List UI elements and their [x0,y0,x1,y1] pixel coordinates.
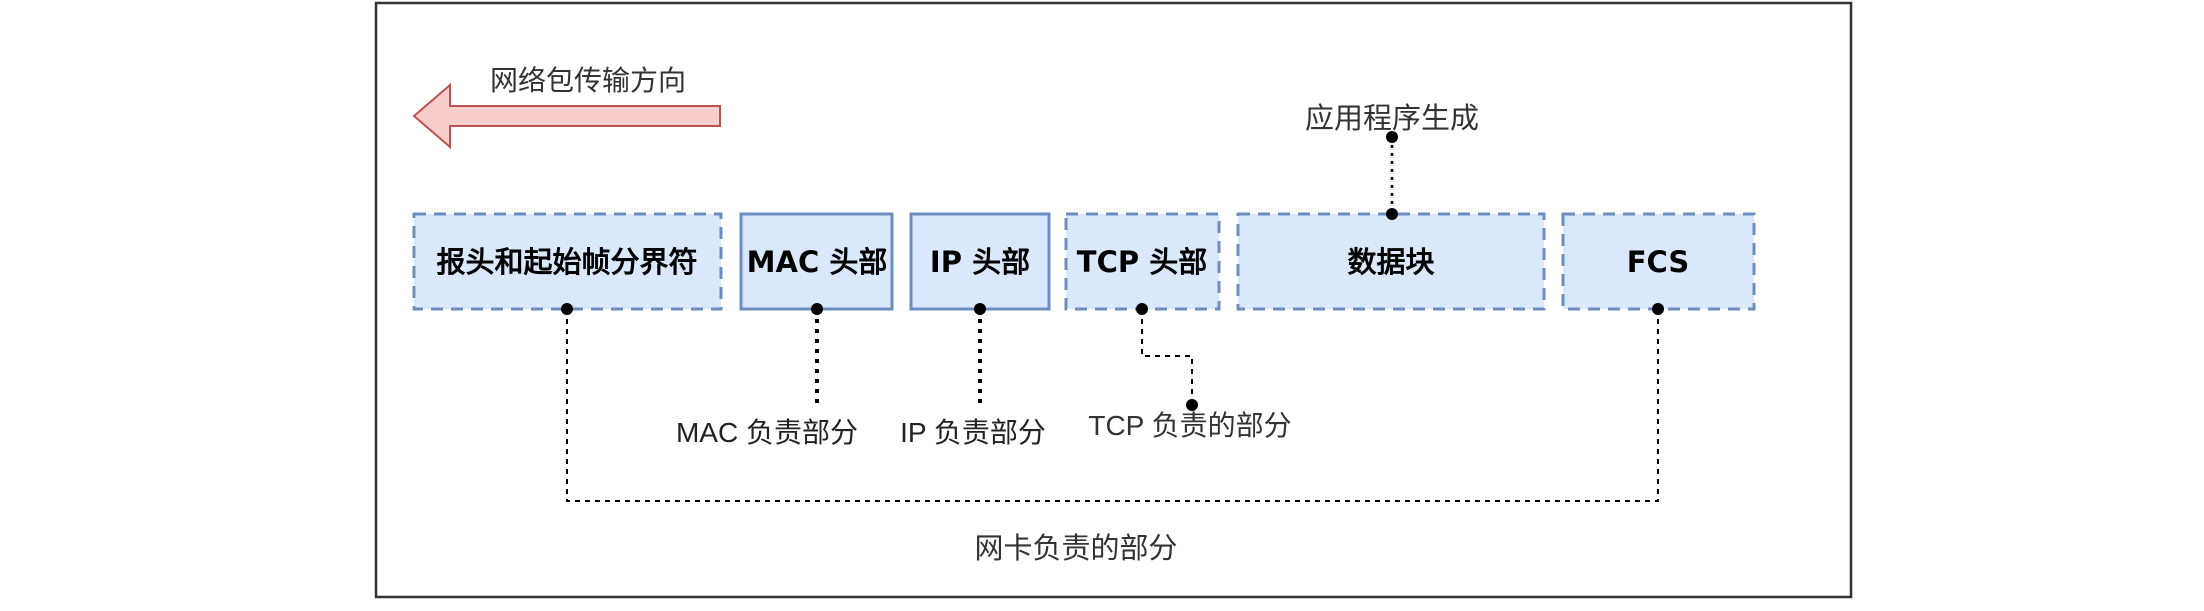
segment-label-ip: IP 头部 [930,245,1030,279]
segment-label-data: 数据块 [1347,245,1434,279]
nic-responsibility-label: 网卡负责的部分 [974,532,1177,565]
segment-box-ip [909,212,1051,311]
app-connector-dot-top [1386,131,1398,143]
ip-responsibility-label: IP 负责部分 [900,417,1046,448]
nic-connector-dot-left [561,303,573,315]
segment-box-fcs [1561,212,1756,311]
segment-label-preamble: 报头和起始帧分界符 [436,245,697,279]
app-connector-dot-bottom [1386,208,1398,220]
direction-arrow [412,82,721,150]
ip-connector-dot [974,303,986,315]
direction-label: 网络包传输方向 [490,65,686,96]
app-generated-label: 应用程序生成 [1305,102,1479,135]
segment-label-mac: MAC 头部 [747,245,888,279]
segment-box-data [1236,212,1546,311]
segment-label-tcp: TCP 头部 [1077,245,1207,279]
tcp-responsibility-label: TCP 负责的部分 [1088,410,1291,441]
segment-label-fcs: FCS [1627,245,1690,279]
tcp-connector-line [1141,309,1193,405]
tcp-connector-dot-bottom [1186,399,1198,411]
mac-responsibility-label: MAC 负责部分 [676,417,858,448]
mac-connector-dot [811,303,823,315]
tcp-connector-dot-top [1136,303,1148,315]
nic-connector-dot-right [1652,303,1664,315]
segment-box-preamble [412,212,723,311]
